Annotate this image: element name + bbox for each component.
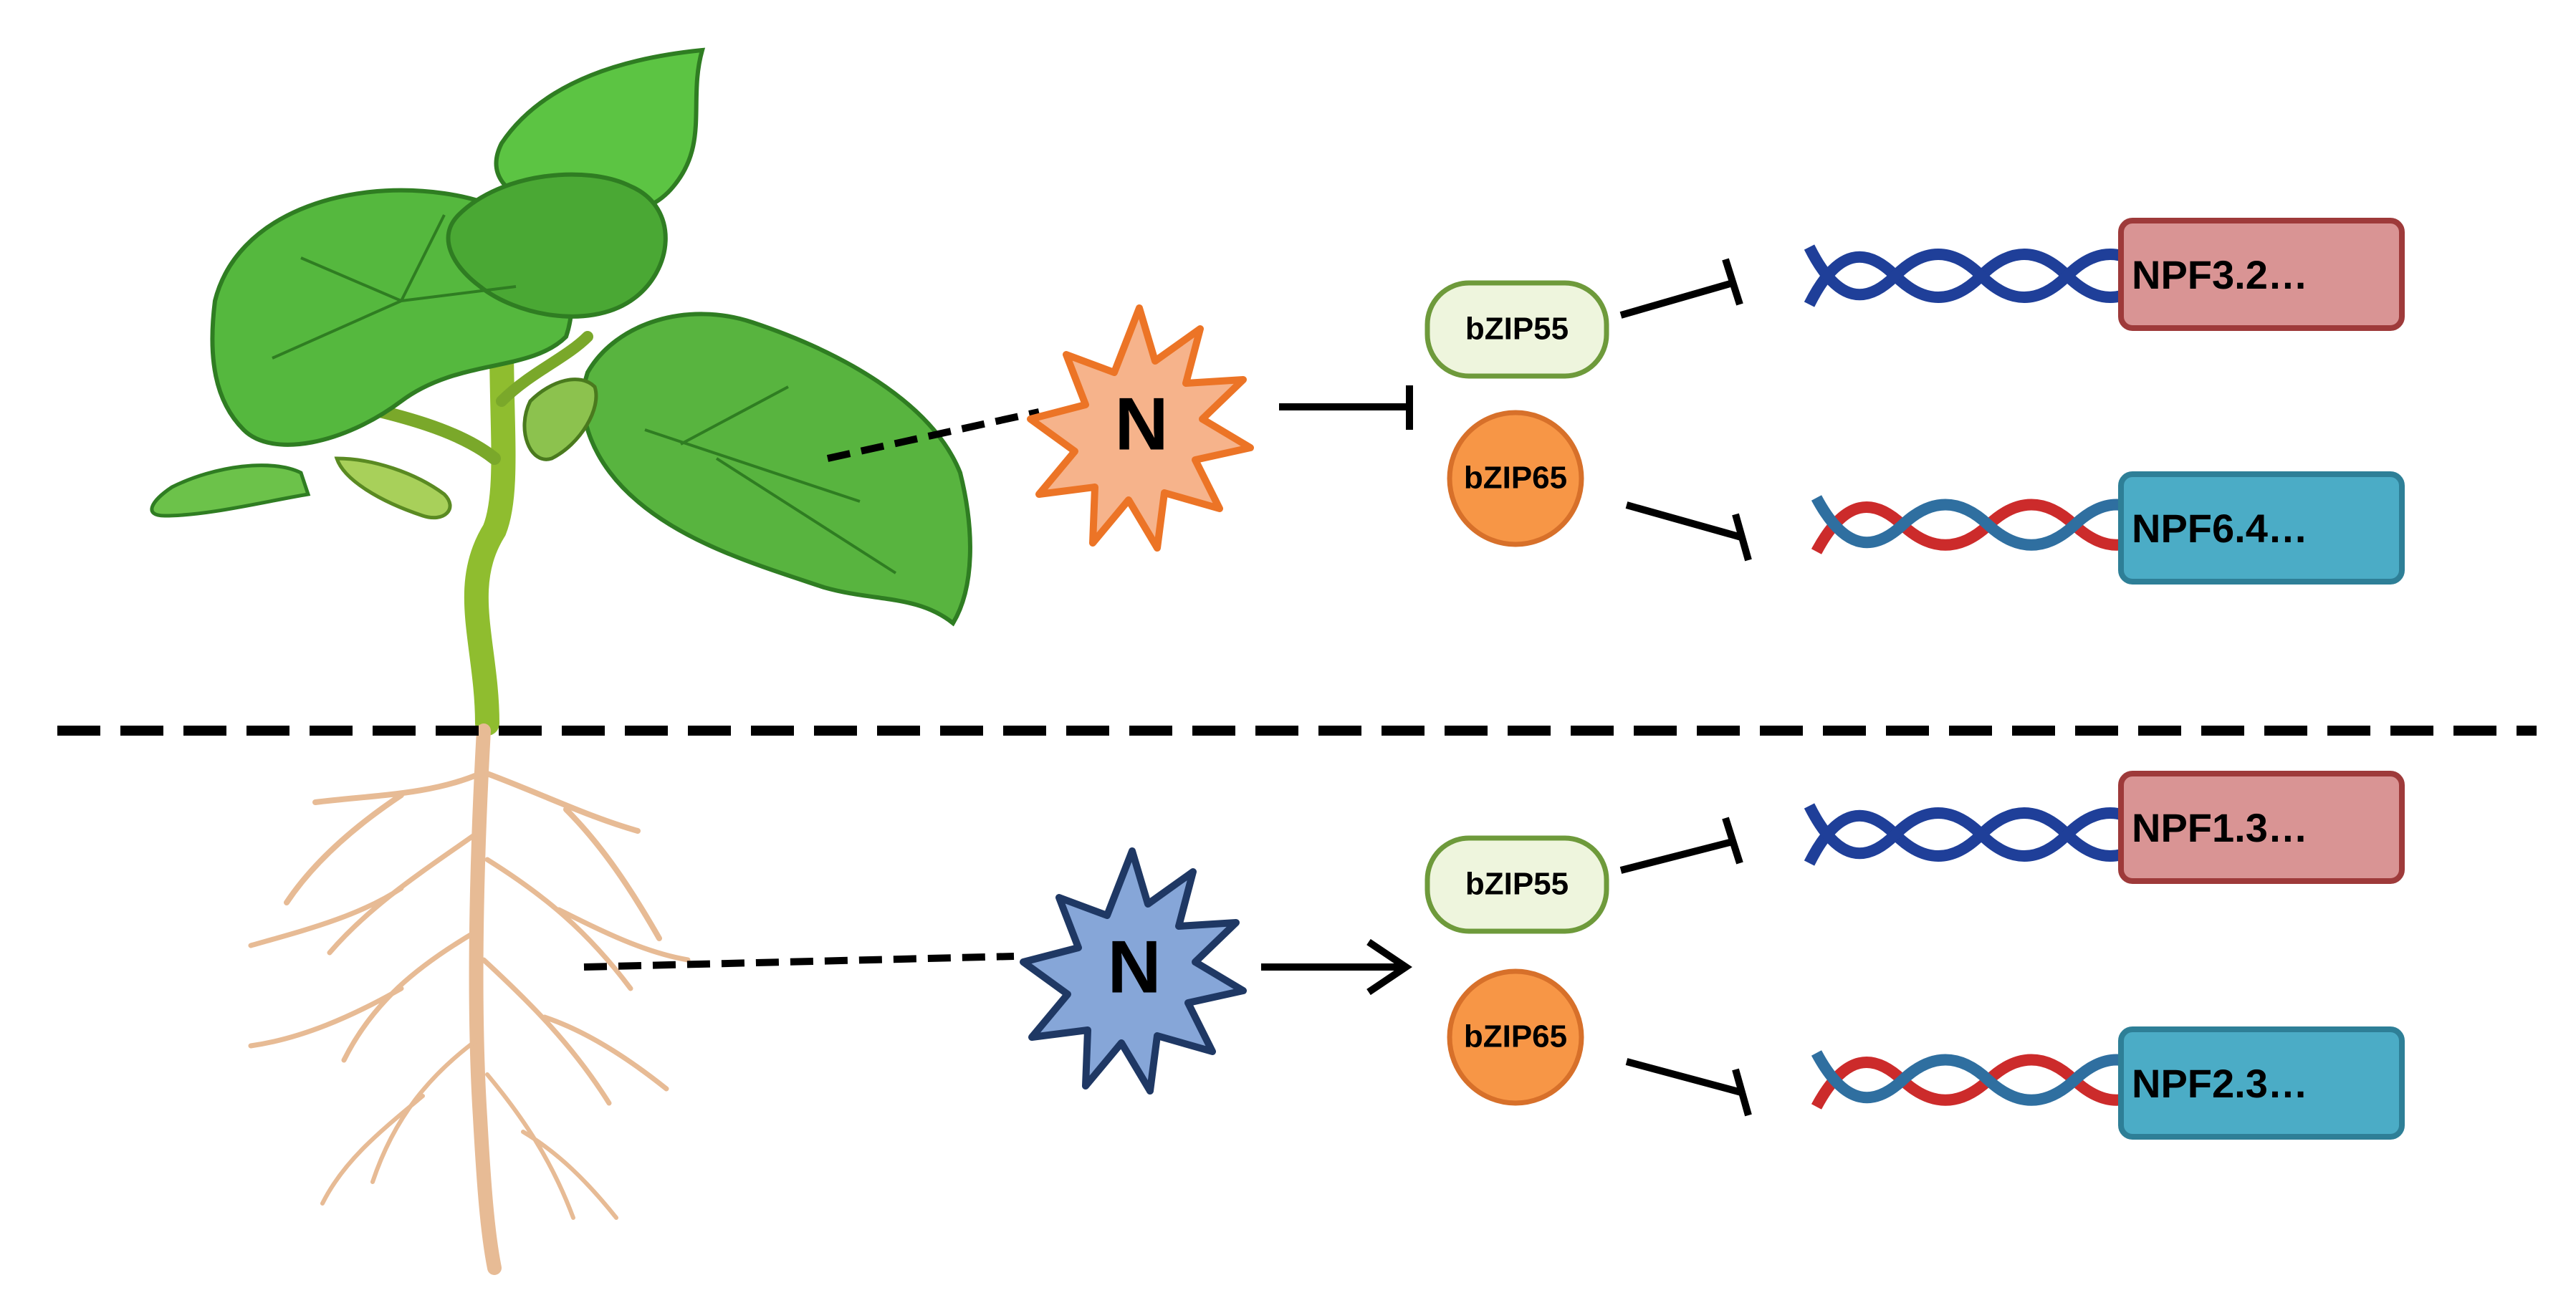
root-branch <box>484 857 691 991</box>
shoot-top-inhibition <box>1619 258 1743 319</box>
inhibition-bar <box>1732 513 1752 562</box>
root-top-inhibition <box>1619 817 1743 874</box>
shoot-gene-top-box <box>2118 218 2405 331</box>
root-branch <box>248 928 479 1063</box>
shoot-dashed-connector <box>826 408 1040 462</box>
root-nitrogen-burst: N <box>1020 847 1247 1095</box>
plant-leaf <box>334 456 452 520</box>
inhibition-arrow-icon <box>1625 1058 1743 1096</box>
root-gene-top-label: NPF1.3… <box>2132 805 2308 850</box>
shoot-bottom-inhibition <box>1625 501 1752 562</box>
root-branch <box>481 957 669 1106</box>
dna-strand <box>1811 495 2158 551</box>
shoot-bzip65-label: bZIP65 <box>1464 461 1567 496</box>
dna-strand <box>1804 803 2158 862</box>
shoot-bzip55-pill <box>1425 280 1609 379</box>
shoot-gene-top-label: NPF3.2… <box>2132 252 2308 297</box>
root-dashed-connector <box>583 953 1015 971</box>
root-gene-top-box <box>2118 771 2405 884</box>
shoot-gene-bottom-label: NPF6.4… <box>2132 506 2308 551</box>
dna-helix-icon <box>1804 803 2158 866</box>
dna-helix-icon <box>1804 244 2158 307</box>
leaf-vein <box>644 385 897 574</box>
root-bzip55-label: bZIP55 <box>1465 867 1569 902</box>
root-bzip65-circle <box>1447 968 1584 1106</box>
root-branch <box>248 828 483 956</box>
root-branch <box>284 771 483 905</box>
root-branch <box>320 1037 481 1206</box>
shoot-bzip55-node: bZIP55 <box>1425 280 1609 379</box>
shoot-gene-bottom-box <box>2118 471 2405 585</box>
plant-leaf <box>446 172 668 319</box>
dna-strand <box>1811 1050 2158 1106</box>
inhibition-bar <box>1722 258 1743 306</box>
root-branch <box>484 771 662 941</box>
root-bzip65-node: bZIP65 <box>1447 968 1584 1106</box>
plant-branch <box>496 331 593 407</box>
plant-leaf <box>150 463 311 518</box>
plant-stem <box>464 332 516 736</box>
leaf-vein <box>272 214 517 360</box>
arrow-head <box>1366 938 1412 996</box>
shoot-gene-bottom: NPF6.4… <box>1811 471 2405 585</box>
root-branch <box>485 1072 618 1220</box>
inhibition-arrow-icon <box>1625 501 1743 541</box>
dna-helix-icon <box>1811 495 2158 554</box>
starburst-icon <box>1027 304 1254 552</box>
dna-helix-icon <box>1811 1050 2158 1110</box>
root-gene-bottom-label: NPF2.3… <box>2132 1061 2308 1106</box>
root-main <box>469 723 502 1275</box>
root-bottom-inhibition <box>1625 1058 1752 1117</box>
root-bzip65-label: bZIP65 <box>1464 1019 1567 1054</box>
inhibition-arrow-icon <box>1619 279 1734 319</box>
root-system-icon <box>248 723 691 1275</box>
root-gene-top: NPF1.3… <box>1804 771 2405 884</box>
root-gene-bottom: NPF2.3… <box>1811 1026 2405 1140</box>
plant-leaf <box>522 377 598 461</box>
shoot-nitrogen-label: N <box>1114 383 1168 466</box>
starburst-icon <box>1020 847 1247 1095</box>
shoot-bzip55-label: bZIP55 <box>1465 312 1569 347</box>
shoot-gene-top: NPF3.2… <box>1804 218 2405 331</box>
root-gene-bottom-box <box>2118 1026 2405 1140</box>
cucumber-seedling-icon <box>150 47 972 1275</box>
root-bzip55-node: bZIP55 <box>1425 835 1609 934</box>
shoot-inhibition-arrow <box>1279 385 1413 430</box>
shoot-nitrogen-burst: N <box>1027 304 1254 552</box>
root-nitrogen-label: N <box>1107 925 1161 1009</box>
root-bzip55-pill <box>1425 835 1609 934</box>
shoot-bzip65-node: bZIP65 <box>1447 410 1584 547</box>
inhibition-bar <box>1722 817 1743 865</box>
inhibition-arrow-icon <box>1619 838 1734 874</box>
shoot-bzip65-circle <box>1447 410 1584 547</box>
dna-strand <box>1804 244 2158 303</box>
inhibition-bar <box>1732 1068 1752 1117</box>
root-activation-arrow <box>1261 938 1412 996</box>
plant-leaf <box>580 312 972 627</box>
